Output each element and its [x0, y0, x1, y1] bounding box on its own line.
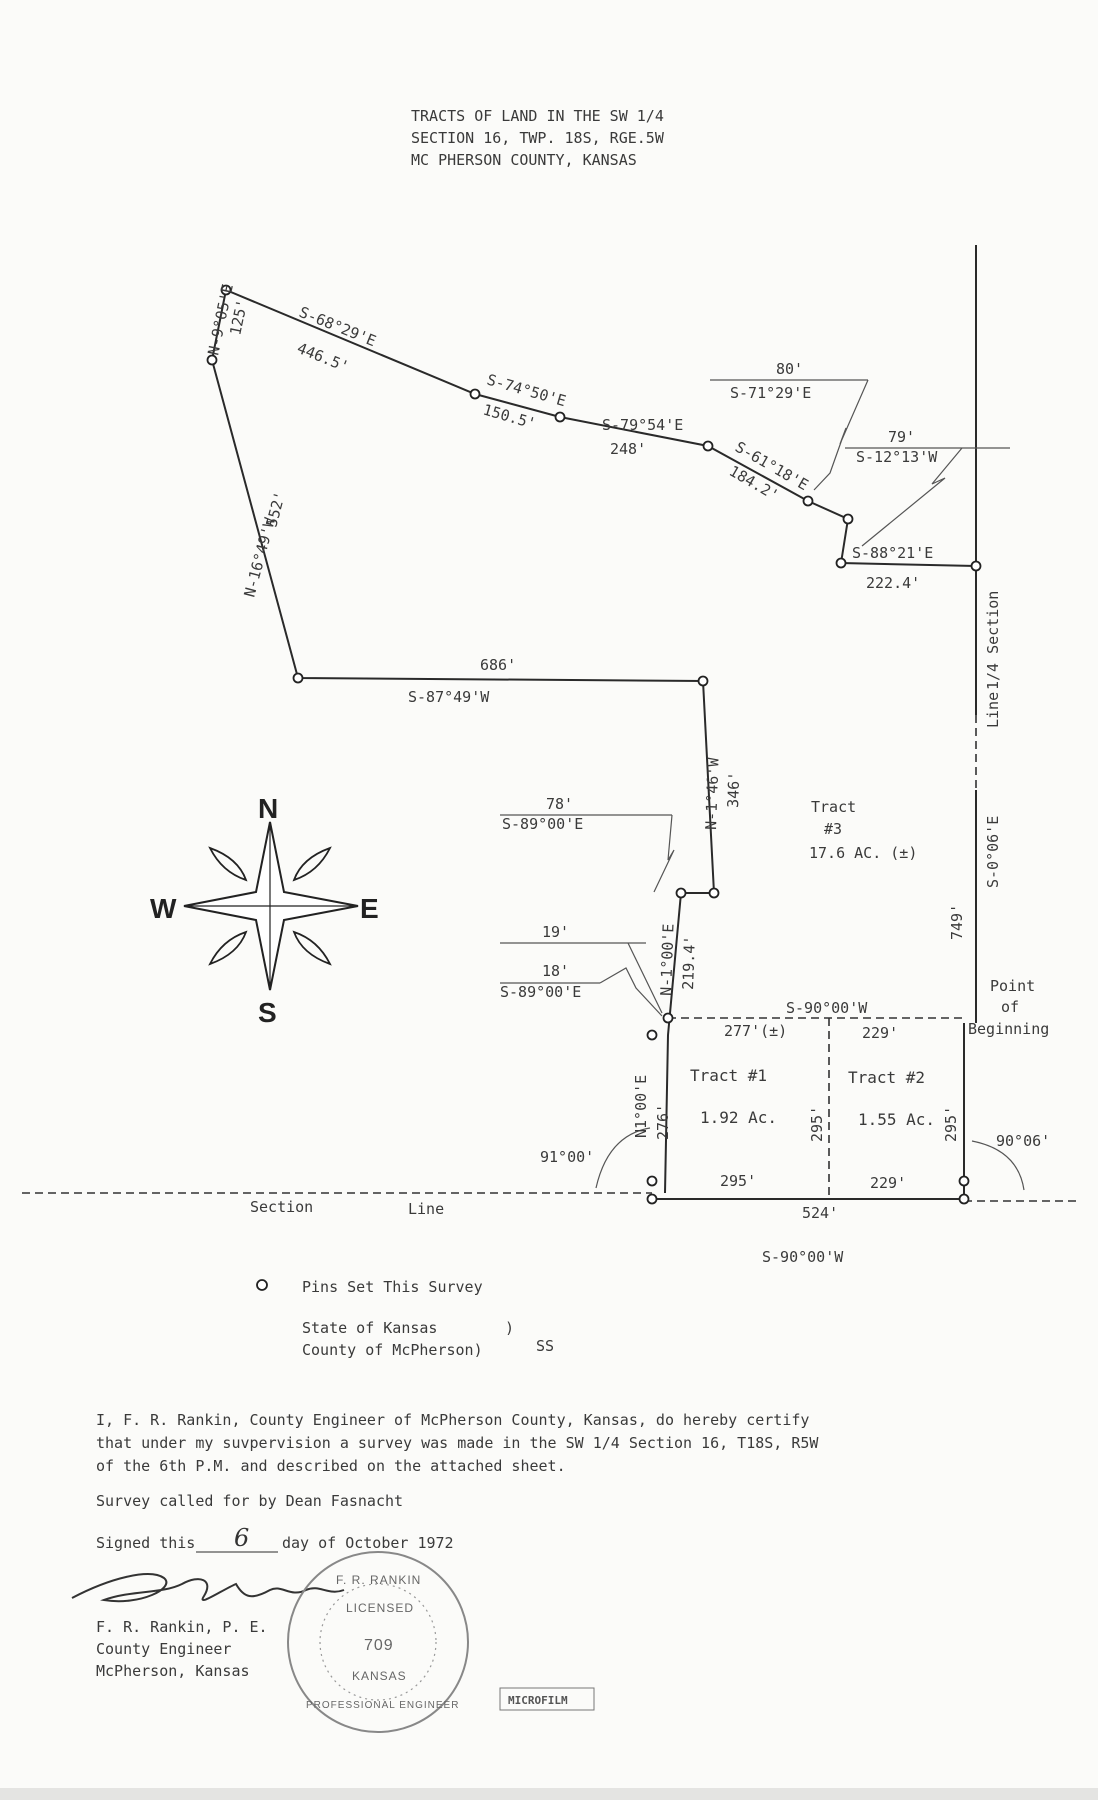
handwritten-signature: [71, 1573, 345, 1603]
t1-east-length: 295': [808, 1106, 826, 1142]
microfilm-stamp: MICROFILM: [508, 1694, 568, 1707]
seg3-bearing: S-79°54'E: [602, 416, 683, 434]
callout-d-length: 19': [542, 923, 569, 941]
t2-bottom-length: 229': [870, 1174, 906, 1192]
venue-state: State of Kansas: [302, 1319, 437, 1337]
tract3-number: #3: [824, 820, 842, 838]
bottom-bearing: S-90°00'W: [762, 1248, 844, 1266]
sw-angle: 91°00': [540, 1148, 594, 1166]
compass-n: N: [258, 793, 278, 824]
venue-paren: ): [505, 1319, 514, 1337]
compass-rose: N S E W: [150, 793, 379, 1028]
callout-b-bearing: S-12°13'W: [856, 448, 938, 466]
signed-prefix: Signed this: [96, 1534, 195, 1552]
seg3-length: 248': [610, 440, 646, 458]
callout-e-bearing: S-89°00'E: [500, 983, 581, 1001]
signer-name: F. R. Rankin, P. E.: [96, 1618, 268, 1636]
certificate-line-2: that under my suvpervision a survey was …: [96, 1434, 819, 1452]
seg1-length: 446.5': [295, 339, 352, 376]
lower-length: 219.4': [679, 935, 699, 990]
callout-e-length: 18': [542, 962, 569, 980]
tract3-boundary: [210, 289, 716, 1194]
signed-day: 6: [234, 1524, 249, 1552]
seal-state: KANSAS: [352, 1669, 407, 1683]
venue-ss: SS: [536, 1337, 554, 1355]
total-bottom-length: 524': [802, 1204, 838, 1222]
tract1-top-length: 277'(±): [724, 1022, 787, 1040]
venue-county: County of McPherson): [302, 1341, 483, 1359]
title-line-3: MC PHERSON COUNTY, KANSAS: [411, 151, 637, 169]
survey-called-for: Survey called for by Dean Fasnacht: [96, 1492, 403, 1510]
t1-bottom-length: 295': [720, 1172, 756, 1190]
tract2-area: 1.55 Ac.: [858, 1110, 935, 1129]
title-line-2: SECTION 16, TWP. 18S, RGE.5W: [411, 129, 665, 147]
seal-bottom: PROFESSIONAL ENGINEER: [306, 1700, 459, 1711]
signed-suffix: day of October 1972: [282, 1534, 454, 1552]
t1-west-bearing: N1°00'E: [632, 1075, 650, 1138]
signer-title: County Engineer: [96, 1640, 231, 1658]
mid-length: 686': [480, 656, 516, 674]
pob-line-1: Point: [990, 977, 1035, 995]
tract3-name: Tract: [811, 798, 856, 816]
engineer-seal: F. R. RANKIN LICENSED 709 KANSAS PROFESS…: [287, 1551, 469, 1733]
callout-c-bearing: S-89°00'E: [502, 815, 583, 833]
legend-pins: Pins Set This Survey: [302, 1278, 483, 1296]
certificate-line-3: of the 6th P.M. and described on the att…: [96, 1457, 566, 1475]
callout-b-length: 79': [888, 428, 915, 446]
compass-w: W: [150, 893, 177, 924]
signer-place: McPherson, Kansas: [96, 1662, 250, 1680]
callout-c-length: 78': [546, 795, 573, 813]
inner-bearing: N-1°46'W: [702, 756, 723, 830]
seg5-length: 222.4': [866, 574, 920, 592]
pin-legend-icon: [256, 1279, 268, 1291]
callout-a-length: 80': [776, 360, 803, 378]
compass-e: E: [360, 893, 379, 924]
survey-pins: [206, 284, 982, 1205]
lower-bearing: N-1°00'E: [657, 923, 678, 996]
east-line-label: Line: [984, 692, 1002, 728]
t1-west-length: 276': [654, 1104, 672, 1140]
pob-line-2: of: [1001, 998, 1019, 1016]
compass-s: S: [258, 997, 277, 1028]
east-length: 749': [948, 904, 966, 940]
tract1-area: 1.92 Ac.: [700, 1108, 777, 1127]
seal-top: F. R. RANKIN: [336, 1573, 421, 1587]
mid-bearing: S-87°49'W: [408, 688, 490, 706]
seg5-bearing: S-88°21'E: [852, 544, 933, 562]
tract1-name: Tract #1: [690, 1066, 767, 1085]
east-section-label: 1/4 Section: [984, 591, 1002, 690]
tract2-name: Tract #2: [848, 1068, 925, 1087]
section-word: Section: [250, 1198, 313, 1216]
se-angle: 90°06': [996, 1132, 1050, 1150]
microfilm-stamp-box: [499, 1687, 595, 1711]
seg2-length: 150.5': [481, 401, 538, 433]
north-boundary: [225, 289, 977, 567]
division-bearing: S-90°00'W: [786, 999, 868, 1017]
callout-leaders: [500, 379, 1025, 1191]
tract2-top-length: 229': [862, 1024, 898, 1042]
line-word: Line: [408, 1200, 444, 1218]
certificate-line-1: I, F. R. Rankin, County Engineer of McPh…: [96, 1411, 809, 1429]
scan-edge: [0, 1788, 1098, 1800]
t2-east-length: 295': [942, 1106, 960, 1142]
title-line-1: TRACTS OF LAND IN THE SW 1/4: [411, 107, 664, 125]
pob-line-3: Beginning: [968, 1020, 1049, 1038]
seal-number: 709: [364, 1637, 394, 1654]
tract3-area: 17.6 AC. (±): [809, 844, 917, 862]
east-bearing: S-0°06'E: [984, 816, 1002, 888]
inner-length: 346': [724, 771, 743, 808]
seal-licensed: LICENSED: [346, 1601, 414, 1615]
callout-a-bearing: S-71°29'E: [730, 384, 811, 402]
west-length: 552': [262, 489, 289, 529]
